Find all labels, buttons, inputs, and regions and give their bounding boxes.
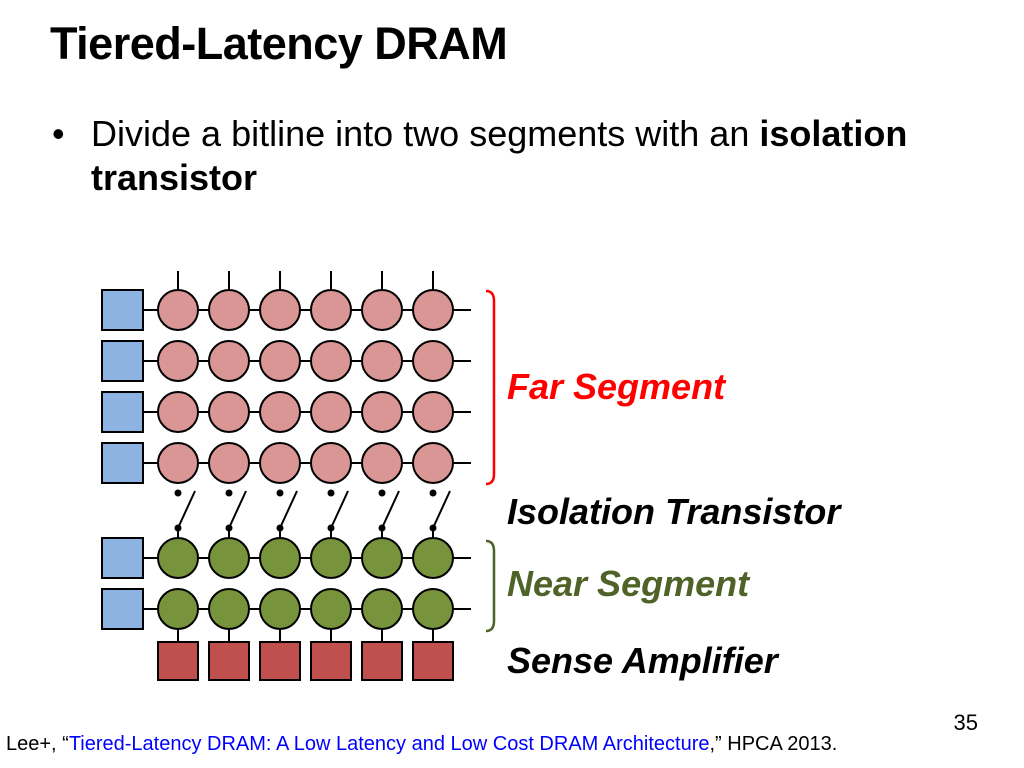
far-cell [157,289,199,331]
far-cell [361,442,403,484]
near-cell [157,537,199,579]
wordline-driver [101,442,144,484]
isolation-transistor [228,490,247,529]
far-cell [208,442,250,484]
isolation-transistor [177,490,196,529]
near-cell [157,588,199,630]
sense-amplifier [361,641,403,681]
near-cell [412,537,454,579]
far-cell [157,442,199,484]
far-cell [361,289,403,331]
near-cell [361,588,403,630]
near-cell [259,588,301,630]
far-cell [259,289,301,331]
far-cell [412,391,454,433]
near-cell [310,588,352,630]
wordline-driver [101,289,144,331]
switch-contact [276,489,284,497]
bullet-text-bold: isolation transistor [91,113,908,198]
bullet-icon: • [52,113,65,154]
wordline-driver [101,588,144,630]
switch-contact [429,489,437,497]
far-cell [361,391,403,433]
switch-contact [174,489,182,497]
sense-amplifier [310,641,352,681]
far-cell [259,340,301,382]
sense-amplifier [157,641,199,681]
near-cell [208,588,250,630]
far-cell [208,289,250,331]
far-cell [208,340,250,382]
far-cell [310,391,352,433]
near-cell [259,537,301,579]
far-cell [157,391,199,433]
sense-amplifier-label: Sense Amplifier [507,640,778,681]
citation: Lee+, “Tiered-Latency DRAM: A Low Latenc… [6,733,837,756]
far-segment-brace [485,289,496,486]
far-cell [412,442,454,484]
sense-amplifier [208,641,250,681]
sense-amplifier [259,641,301,681]
far-cell [157,340,199,382]
far-segment-label: Far Segment [507,366,726,407]
switch-contact [225,489,233,497]
isolation-transistor [330,490,349,529]
switch-contact [378,489,386,497]
bullet-text: Divide a bitline into two segments with … [91,112,931,200]
isolation-transistor [432,490,451,529]
citation-suffix: ,” HPCA 2013. [709,733,838,755]
switch-contact [327,489,335,497]
isolation-transistor [279,490,298,529]
wordline-driver [101,537,144,579]
far-cell [361,340,403,382]
bullet-text-plain: Divide a bitline into two segments with … [91,113,760,154]
isolation-transistor-label: Isolation Transistor [507,491,841,532]
sense-amplifier [412,641,454,681]
far-cell [259,442,301,484]
page-number: 35 [953,710,978,735]
slide-title: Tiered-Latency DRAM [50,18,508,69]
far-cell [310,442,352,484]
wordline-driver [101,391,144,433]
citation-prefix: Lee+, “ [6,733,69,755]
near-cell [412,588,454,630]
far-cell [208,391,250,433]
near-segment-label: Near Segment [507,563,750,604]
citation-link[interactable]: Tiered-Latency DRAM: A Low Latency and L… [68,733,710,755]
far-cell [310,289,352,331]
far-cell [310,340,352,382]
isolation-transistor [381,490,400,529]
wordline-driver [101,340,144,382]
far-cell [259,391,301,433]
far-cell [412,340,454,382]
near-cell [310,537,352,579]
near-segment-brace [485,539,496,633]
near-cell [361,537,403,579]
near-cell [208,537,250,579]
far-cell [412,289,454,331]
